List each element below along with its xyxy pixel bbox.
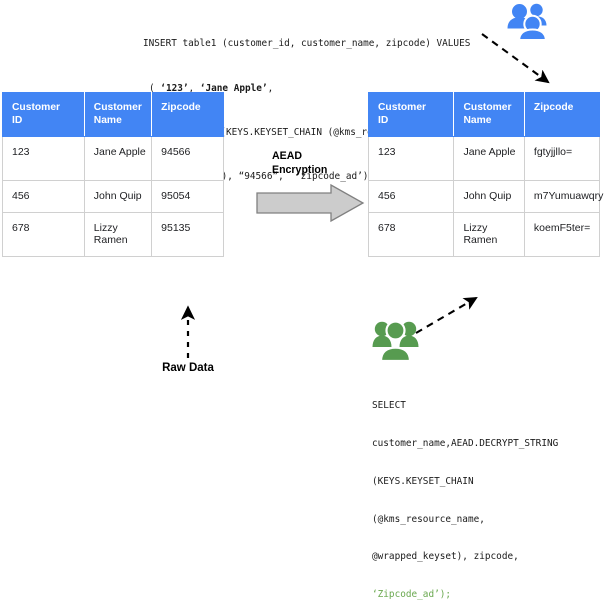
users-green-icon (372, 318, 422, 363)
table-row: 123 Jane Apple 94566 (2, 136, 224, 182)
table-row: 456 John Quip 95054 (2, 180, 224, 213)
cell-zipcode: koemF5ter= (523, 211, 601, 257)
cell-customer-name: Jane Apple (453, 136, 525, 182)
cell-zipcode: m7Yumuawqry (523, 180, 603, 213)
cell-customer-name: John Quip (453, 180, 525, 213)
raw-data-label: Raw Data (162, 362, 214, 374)
column-header-customer-name: Customer Name (453, 91, 525, 138)
select-sql-literal-zipcode-ad: ‘Zipcode_ad’); (372, 589, 452, 601)
column-header-customer-name: Customer Name (83, 91, 153, 138)
column-header-zipcode: Zipcode (151, 91, 224, 138)
table-row: 678 Lizzy Ramen 95135 (2, 211, 224, 257)
table-header-row: Customer ID Customer Name Zipcode (2, 91, 224, 138)
cell-zipcode: fgtyjjllo= (523, 136, 601, 182)
insert-sql-line-2: ( ‘123’, ‘Jane Apple’, (143, 82, 470, 97)
column-header-zipcode: Zipcode (523, 91, 601, 138)
select-to-table-arrow (414, 288, 488, 336)
insert-sql-line-2-prefix: ( (149, 82, 161, 94)
column-header-customer-id: Customer ID (367, 91, 455, 138)
table-header-row: Customer ID Customer Name Zipcode (367, 91, 601, 138)
aead-encryption-label: AEAD Encryption (272, 150, 327, 177)
cell-customer-id: 123 (367, 136, 455, 182)
plaintext-table: Customer ID Customer Name Zipcode 123 Ja… (2, 91, 224, 257)
cell-customer-id: 456 (2, 180, 85, 213)
cell-customer-id: 456 (367, 180, 455, 213)
aead-label-line-1: AEAD (272, 150, 303, 162)
insert-sql-literal-customer-id: ‘123’ (160, 82, 189, 94)
table-row: 678 Lizzy Ramen koemF5ter= (367, 211, 601, 257)
raw-data-arrow (172, 296, 204, 360)
cell-customer-name: Jane Apple (83, 136, 153, 182)
select-sql-line-4: (@kms_resource_name, (372, 513, 485, 525)
select-sql-line-5: @wrapped_keyset), zipcode, (372, 551, 519, 563)
cell-customer-name: John Quip (83, 180, 153, 213)
cell-customer-name: Lizzy Ramen (83, 211, 153, 257)
cell-customer-id: 678 (367, 211, 455, 257)
aead-encryption-arrow-icon (255, 183, 365, 223)
encrypted-table: Customer ID Customer Name Zipcode 123 Ja… (367, 91, 603, 257)
cell-customer-id: 678 (2, 211, 85, 257)
table-row: 456 John Quip m7Yumuawqry (367, 180, 603, 213)
insert-sql-line-1: INSERT table1 (customer_id, customer_nam… (143, 38, 471, 50)
cell-zipcode: 95054 (151, 180, 224, 213)
cell-zipcode: 94566 (151, 136, 224, 182)
cell-customer-name: Lizzy Ramen (453, 211, 525, 257)
insert-to-table-arrow (478, 28, 562, 92)
table-row: 123 Jane Apple fgtyjjllo= (367, 136, 601, 182)
insert-sql-line-2-suffix: , (267, 82, 274, 94)
insert-sql-line-2-separator: , (188, 82, 200, 94)
aead-label-line-2: Encryption (272, 163, 328, 176)
users-blue-icon (506, 2, 548, 41)
select-sql-line-1: SELECT (372, 400, 406, 412)
select-sql-statement: SELECT customer_name,AEAD.DECRYPT_STRING… (372, 375, 558, 614)
select-sql-line-3: (KEYS.KEYSET_CHAIN (372, 475, 474, 487)
select-sql-line-2: customer_name,AEAD.DECRYPT_STRING (372, 437, 559, 449)
cell-zipcode: 95135 (151, 211, 224, 257)
column-header-customer-id: Customer ID (2, 91, 85, 138)
insert-sql-literal-customer-name: ‘Jane Apple’ (199, 82, 268, 94)
cell-customer-id: 123 (2, 136, 85, 182)
